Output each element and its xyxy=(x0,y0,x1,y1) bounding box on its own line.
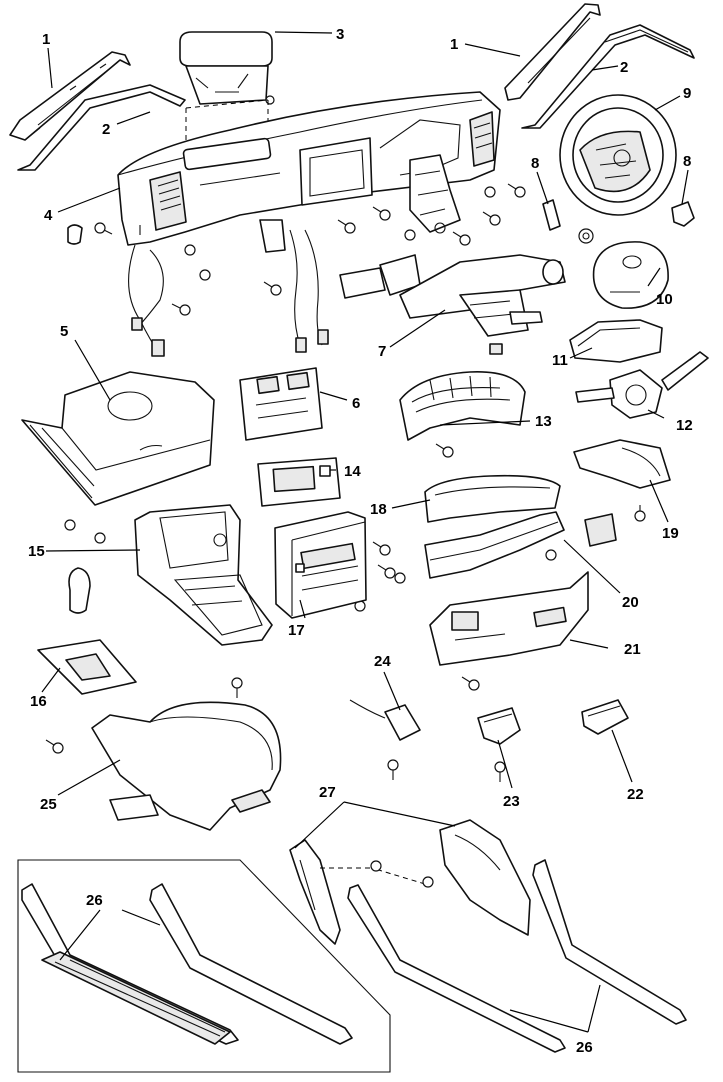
glove-box xyxy=(21,371,215,506)
inset-box xyxy=(17,859,391,1073)
callout-15: 15 xyxy=(28,543,45,560)
callout-1-right: 1 xyxy=(450,36,458,53)
callout-8-left: 8 xyxy=(531,155,539,172)
shift-knob xyxy=(68,567,91,614)
driver-airbag-pad xyxy=(592,241,669,309)
right-pillar-trim xyxy=(504,3,695,129)
scuff-plate-right xyxy=(347,859,687,1053)
display-bezel xyxy=(257,457,341,507)
lower-dash-panel xyxy=(429,571,589,666)
callout-13: 13 xyxy=(535,413,552,430)
callout-3: 3 xyxy=(336,26,344,43)
callout-20: 20 xyxy=(622,594,639,611)
callout-2-left: 2 xyxy=(102,121,110,138)
cluster-hood xyxy=(399,371,526,441)
callout-18: 18 xyxy=(370,501,387,518)
callout-27: 27 xyxy=(319,784,336,801)
steering-wheel xyxy=(559,94,677,216)
air-duct xyxy=(424,511,617,579)
module-22 xyxy=(581,699,629,735)
callout-26-right: 26 xyxy=(576,1039,593,1056)
callout-26-inset: 26 xyxy=(86,892,103,909)
callout-16: 16 xyxy=(30,693,47,710)
callout-9: 9 xyxy=(683,85,691,102)
module-23 xyxy=(477,707,521,745)
callout-labels: 1 2 3 1 2 9 4 8 8 10 5 7 11 6 12 13 14 1… xyxy=(28,26,693,1056)
scuff-plate-inset xyxy=(21,883,353,1045)
callout-22: 22 xyxy=(627,786,644,803)
upper-column-cover xyxy=(569,319,663,363)
switch-24 xyxy=(349,699,421,741)
callout-10: 10 xyxy=(656,291,673,308)
combination-switch xyxy=(575,351,709,419)
callout-6: 6 xyxy=(352,395,360,412)
callout-19: 19 xyxy=(662,525,679,542)
callout-5: 5 xyxy=(60,323,68,340)
callout-12: 12 xyxy=(676,417,693,434)
callout-8-right: 8 xyxy=(683,153,691,170)
steering-column xyxy=(339,254,566,355)
callout-1-left: 1 xyxy=(42,31,50,48)
center-console xyxy=(134,504,273,646)
instrument-panel xyxy=(117,91,501,357)
kick-panel xyxy=(289,819,531,945)
clip-part xyxy=(67,224,83,245)
spoke-cover-left xyxy=(542,199,561,231)
spoke-cover-right xyxy=(671,201,695,227)
callout-25: 25 xyxy=(40,796,57,813)
passenger-airbag xyxy=(179,31,275,160)
callout-21: 21 xyxy=(624,641,641,658)
console-box xyxy=(91,701,282,831)
callout-17: 17 xyxy=(288,622,305,639)
callout-24: 24 xyxy=(374,653,391,670)
callout-4: 4 xyxy=(44,207,53,224)
lower-trim-18 xyxy=(424,474,561,523)
callout-7: 7 xyxy=(378,343,386,360)
callout-2-right: 2 xyxy=(620,59,628,76)
callout-11: 11 xyxy=(552,352,568,369)
callout-14: 14 xyxy=(344,463,361,480)
fasteners-upper xyxy=(94,183,594,316)
lower-column-cover xyxy=(573,439,671,489)
shift-bezel xyxy=(37,639,137,695)
radio-unit xyxy=(274,511,367,619)
fasteners-console xyxy=(45,676,506,782)
radio-bezel xyxy=(239,367,323,441)
callout-23: 23 xyxy=(503,793,520,810)
leader-lines xyxy=(41,31,689,1033)
left-pillar-trim xyxy=(9,51,186,171)
